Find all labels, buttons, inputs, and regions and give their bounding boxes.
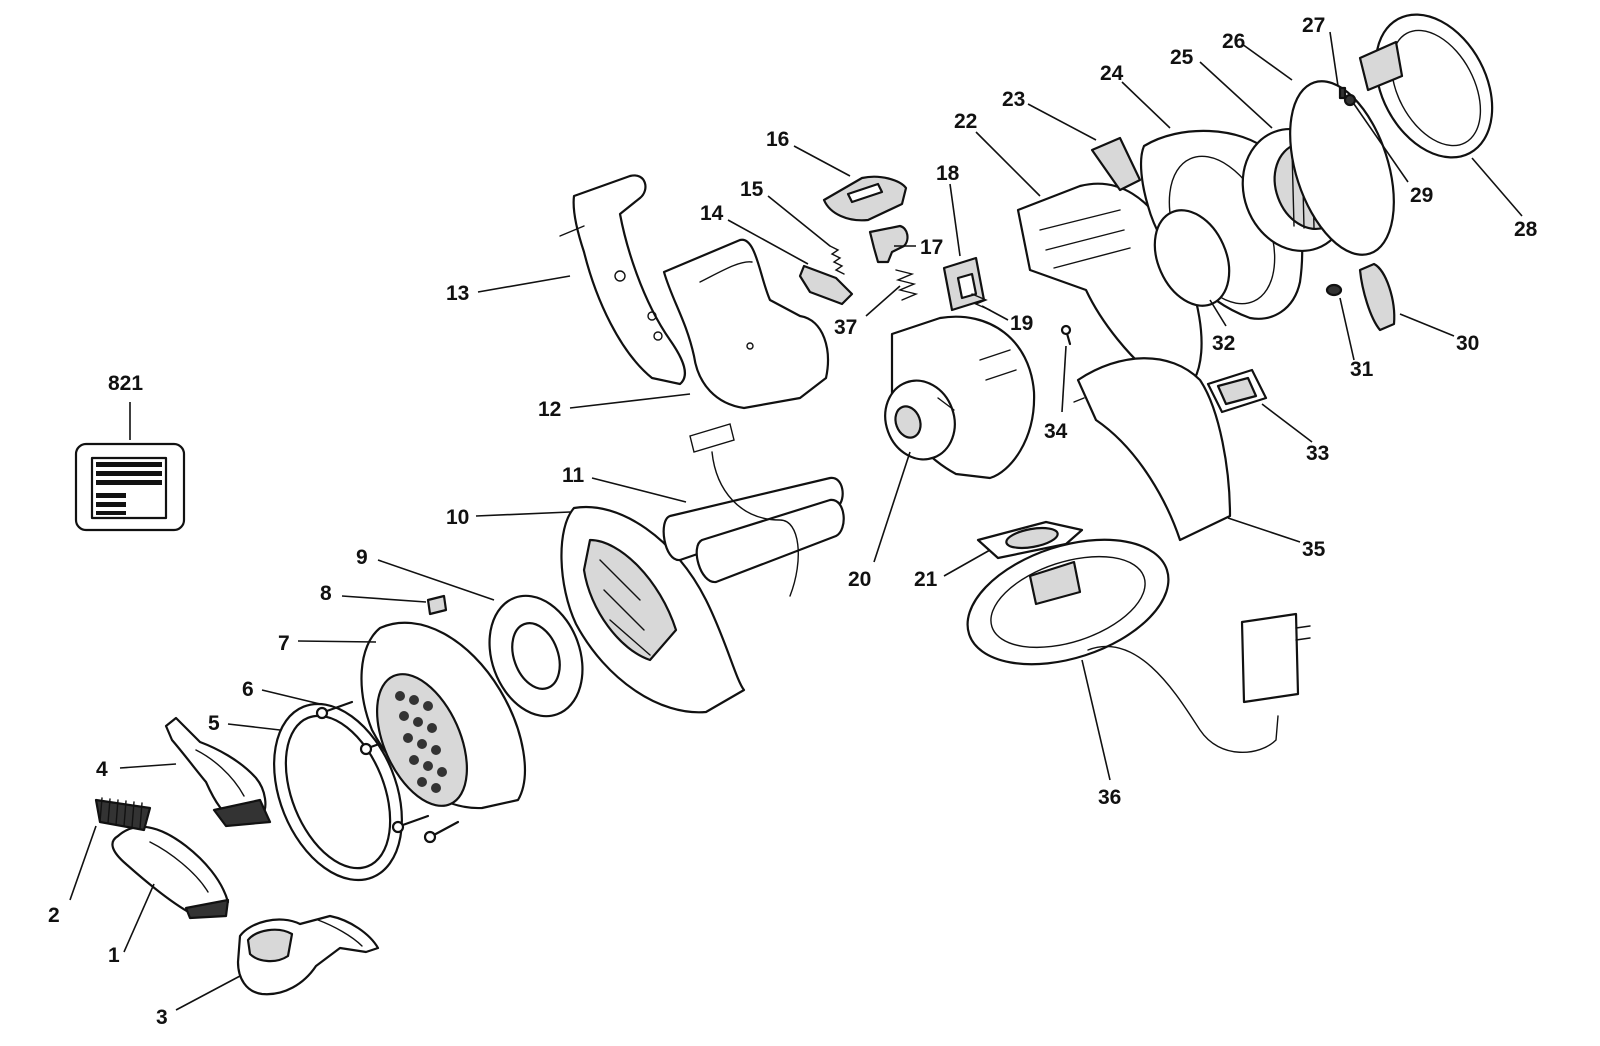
part-9-gasket xyxy=(488,594,584,718)
part-11-battery-pack xyxy=(662,423,845,597)
part-16-switch-cover xyxy=(822,175,908,222)
part-18-latch xyxy=(942,256,986,312)
callout-34: 34 xyxy=(1044,420,1068,443)
callout-8: 8 xyxy=(320,582,332,605)
part-28-cover xyxy=(1358,13,1494,159)
part-36-charger xyxy=(966,538,1311,753)
part-21-grill xyxy=(976,520,1084,560)
part-20-motor xyxy=(884,315,1036,480)
part-23-gasket xyxy=(1090,136,1142,192)
callout-14: 14 xyxy=(700,202,724,225)
callout-20: 20 xyxy=(848,568,871,591)
callout-36: 36 xyxy=(1098,786,1121,809)
leader-lines xyxy=(69,31,1523,1011)
callout-29: 29 xyxy=(1410,184,1433,207)
callout-9: 9 xyxy=(356,546,368,569)
callout-17: 17 xyxy=(920,236,943,259)
callout-13: 13 xyxy=(446,282,469,305)
callout-27: 27 xyxy=(1302,14,1325,37)
part-13-handle xyxy=(559,174,687,386)
part-8-button xyxy=(426,594,448,616)
callout-28: 28 xyxy=(1514,218,1538,241)
part-33-gasket xyxy=(1206,368,1268,414)
callout-821: 821 xyxy=(108,372,143,395)
part-27-clip xyxy=(1338,86,1347,100)
callout-26: 26 xyxy=(1222,30,1245,53)
callout-37: 37 xyxy=(834,316,857,339)
callout-31: 31 xyxy=(1350,358,1374,381)
callout-6: 6 xyxy=(242,678,254,701)
callout-32: 32 xyxy=(1212,332,1235,355)
callout-23: 23 xyxy=(1002,88,1025,111)
callout-2: 2 xyxy=(48,904,60,927)
callout-25: 25 xyxy=(1170,46,1194,69)
part-14-switch xyxy=(798,264,854,306)
callout-24: 24 xyxy=(1100,62,1124,85)
callout-19: 19 xyxy=(1010,312,1033,335)
part-2-brush xyxy=(94,797,152,832)
callout-labels: 1 2 3 4 5 6 7 8 9 10 11 12 13 14 15 16 1… xyxy=(48,14,1538,1029)
part-821-label xyxy=(74,442,186,532)
callout-7: 7 xyxy=(278,632,290,655)
part-7-front-housing xyxy=(360,621,526,810)
part-30-release-tab xyxy=(1358,262,1396,332)
part-10-main-housing xyxy=(560,505,746,714)
callout-33: 33 xyxy=(1306,442,1329,465)
callout-18: 18 xyxy=(936,162,960,185)
part-37-spring xyxy=(895,269,919,301)
part-17-release-button xyxy=(868,224,909,264)
callout-11: 11 xyxy=(562,464,585,487)
callout-10: 10 xyxy=(446,506,469,529)
part-29-knob xyxy=(1343,93,1357,107)
part-15-spring xyxy=(829,245,845,275)
part-31-pin xyxy=(1325,283,1343,297)
callout-3: 3 xyxy=(156,1006,168,1029)
callout-35: 35 xyxy=(1302,538,1326,561)
part-34-screw xyxy=(1060,324,1072,346)
callout-15: 15 xyxy=(740,178,764,201)
callout-1: 1 xyxy=(108,944,120,967)
part-4-nozzle xyxy=(164,716,272,828)
callout-22: 22 xyxy=(954,110,977,133)
part-12-inner-shell xyxy=(662,238,830,410)
part-3-charging-base xyxy=(236,914,380,996)
callout-4: 4 xyxy=(96,758,108,781)
part-1-crevice-tool xyxy=(111,825,230,920)
callout-5: 5 xyxy=(208,712,220,735)
callout-16: 16 xyxy=(766,128,789,151)
callout-21: 21 xyxy=(914,568,938,591)
part-35-shell xyxy=(1073,357,1232,542)
callout-12: 12 xyxy=(538,398,561,421)
callout-30: 30 xyxy=(1456,332,1479,355)
